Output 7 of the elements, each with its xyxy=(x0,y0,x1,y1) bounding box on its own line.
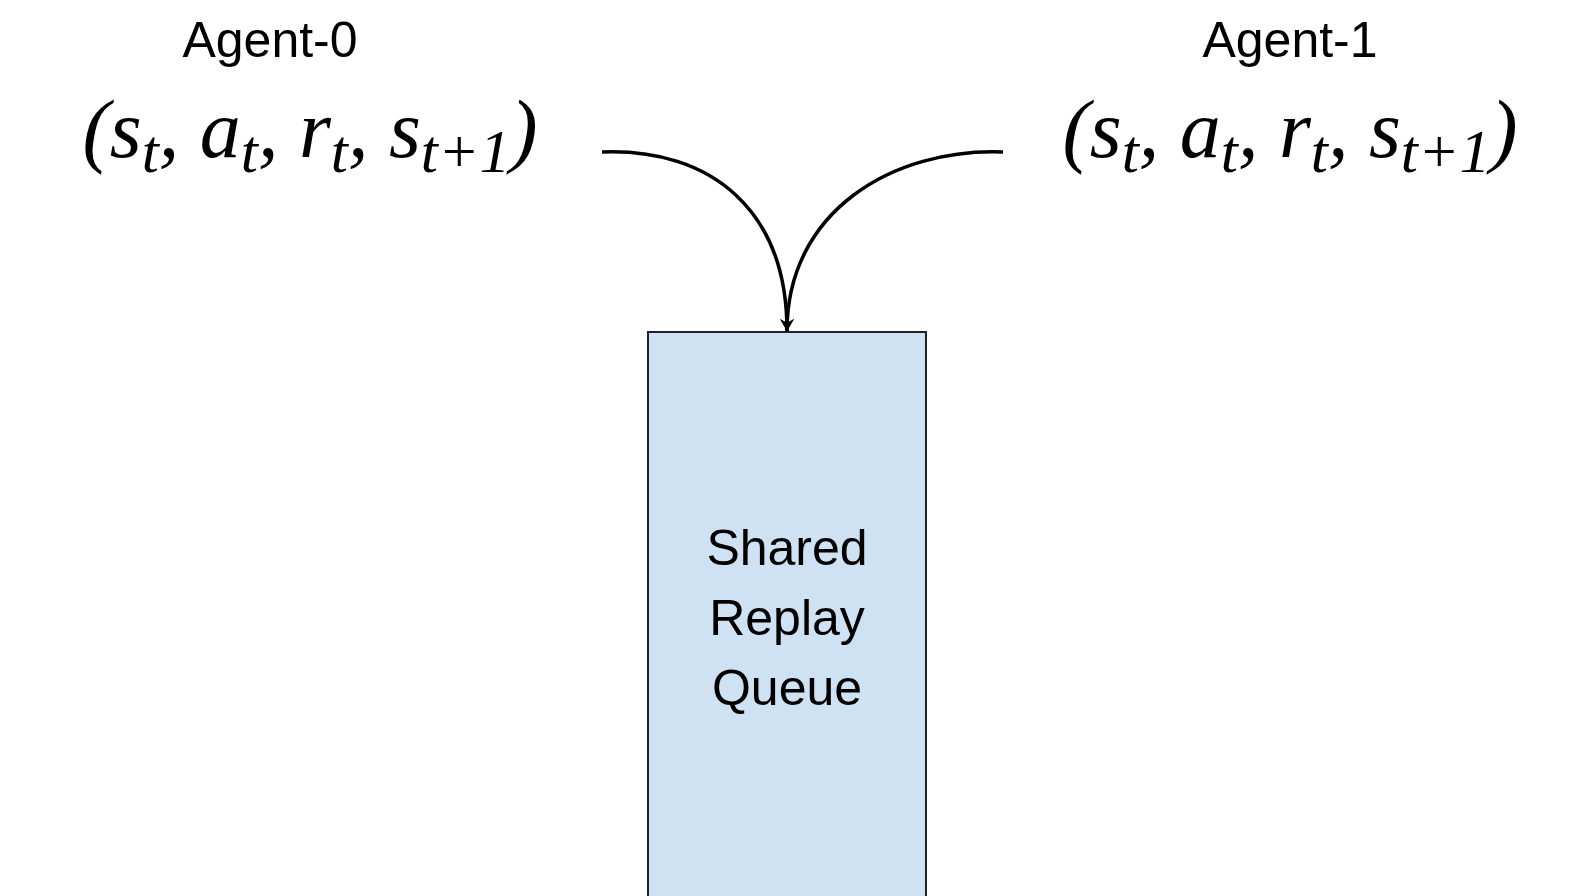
agent-heading: Agent-1 xyxy=(1202,11,1378,70)
curved-arrow xyxy=(780,150,1004,332)
transition-tuple: (s$_{t}$, a$_{t}$, r$_{t}$, s$_{t+1}$) xyxy=(82,83,538,180)
transition-tuple: (s$_{t}$, a$_{t}$, r$_{t}$, s$_{t+1}$) xyxy=(1062,83,1518,180)
agent-heading: Agent-0 xyxy=(182,11,358,70)
queue-label: Shared Replay Queue xyxy=(705,519,869,718)
queue-box xyxy=(647,331,927,896)
